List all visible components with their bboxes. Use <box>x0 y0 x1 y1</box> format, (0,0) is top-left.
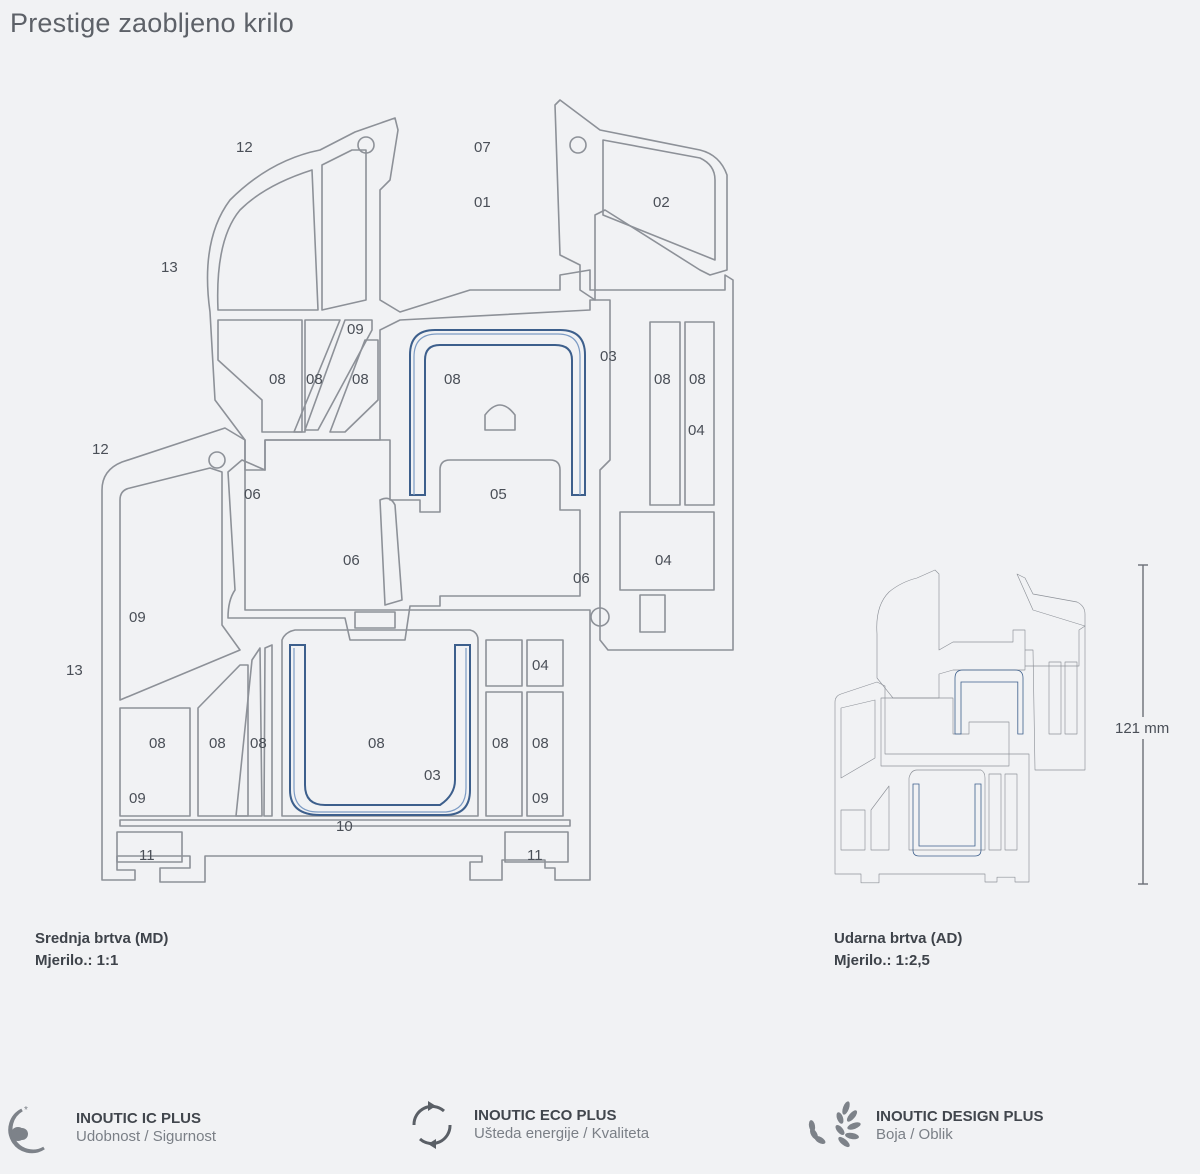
label-04: 04 <box>532 657 549 674</box>
large-profile <box>101 99 734 883</box>
left-caption-name: Srednja brtva (MD) <box>35 930 169 947</box>
label-08: 08 <box>269 371 286 388</box>
label-08: 08 <box>250 735 267 752</box>
label-13: 13 <box>66 662 83 679</box>
label-09: 09 <box>532 790 549 807</box>
left-caption: Srednja brtva (MD) Mjerilo.: 1:1 <box>35 928 168 972</box>
feature-name: INOUTIC ECO PLUS <box>474 1107 617 1124</box>
feature-name: INOUTIC IC PLUS <box>76 1110 202 1127</box>
page-title: Prestige zaobljeno krilo <box>10 8 294 38</box>
cycle-arrows-icon <box>412 1101 452 1149</box>
left-caption-scale: Mjerilo.: 1:1 <box>35 952 119 969</box>
feature-ic-plus: * INOUTIC IC PLUS Udobnost / Sigurnost <box>6 1100 216 1156</box>
right-caption: Udarna brtva (AD) Mjerilo.: 1:2,5 <box>834 928 962 972</box>
dimension-line: 121 mm <box>1112 564 1174 885</box>
label-08: 08 <box>209 735 226 752</box>
label-01: 01 <box>474 194 491 211</box>
label-06: 06 <box>244 486 261 503</box>
right-caption-scale: Mjerilo.: 1:2,5 <box>834 952 930 969</box>
dimension-label: 121 mm <box>1115 720 1169 737</box>
label-06: 06 <box>343 552 360 569</box>
feature-design-plus: INOUTIC DESIGN PLUS Boja / Oblik <box>806 1098 1044 1154</box>
label-08: 08 <box>306 371 323 388</box>
label-09: 09 <box>347 321 364 338</box>
label-08: 08 <box>654 371 671 388</box>
label-05: 05 <box>490 486 507 503</box>
label-12: 12 <box>92 441 109 458</box>
label-08: 08 <box>689 371 706 388</box>
label-11: 11 <box>527 847 543 864</box>
label-08: 08 <box>368 735 385 752</box>
label-10: 10 <box>336 818 353 835</box>
moon-star-icon: * <box>8 1105 45 1154</box>
feature-sub: Ušteda energije / Kvaliteta <box>474 1125 650 1142</box>
label-13: 13 <box>161 259 178 276</box>
label-08: 08 <box>532 735 549 752</box>
label-08: 08 <box>149 735 166 752</box>
label-08: 08 <box>352 371 369 388</box>
label-04: 04 <box>688 422 705 439</box>
label-07: 07 <box>474 139 491 156</box>
feature-name: INOUTIC DESIGN PLUS <box>876 1108 1044 1125</box>
label-12: 12 <box>236 139 253 156</box>
right-caption-name: Udarna brtva (AD) <box>834 930 963 947</box>
label-09: 09 <box>129 790 146 807</box>
feature-sub: Udobnost / Sigurnost <box>76 1128 217 1145</box>
label-03: 03 <box>424 767 441 784</box>
large-diagram-labels: 07 01 02 12 13 09 08 08 08 03 08 08 08 0… <box>66 139 706 864</box>
svg-text:*: * <box>24 1105 28 1116</box>
label-03: 03 <box>600 348 617 365</box>
label-09: 09 <box>129 609 146 626</box>
label-08: 08 <box>492 735 509 752</box>
label-02: 02 <box>653 194 670 211</box>
feature-sub: Boja / Oblik <box>876 1126 953 1143</box>
feature-eco-plus: INOUTIC ECO PLUS Ušteda energije / Kvali… <box>404 1097 649 1153</box>
laurel-icon <box>808 1101 861 1148</box>
label-04: 04 <box>655 552 672 569</box>
label-11: 11 <box>139 847 155 864</box>
label-06: 06 <box>573 570 590 587</box>
small-profile <box>834 569 1086 884</box>
label-08: 08 <box>444 371 461 388</box>
